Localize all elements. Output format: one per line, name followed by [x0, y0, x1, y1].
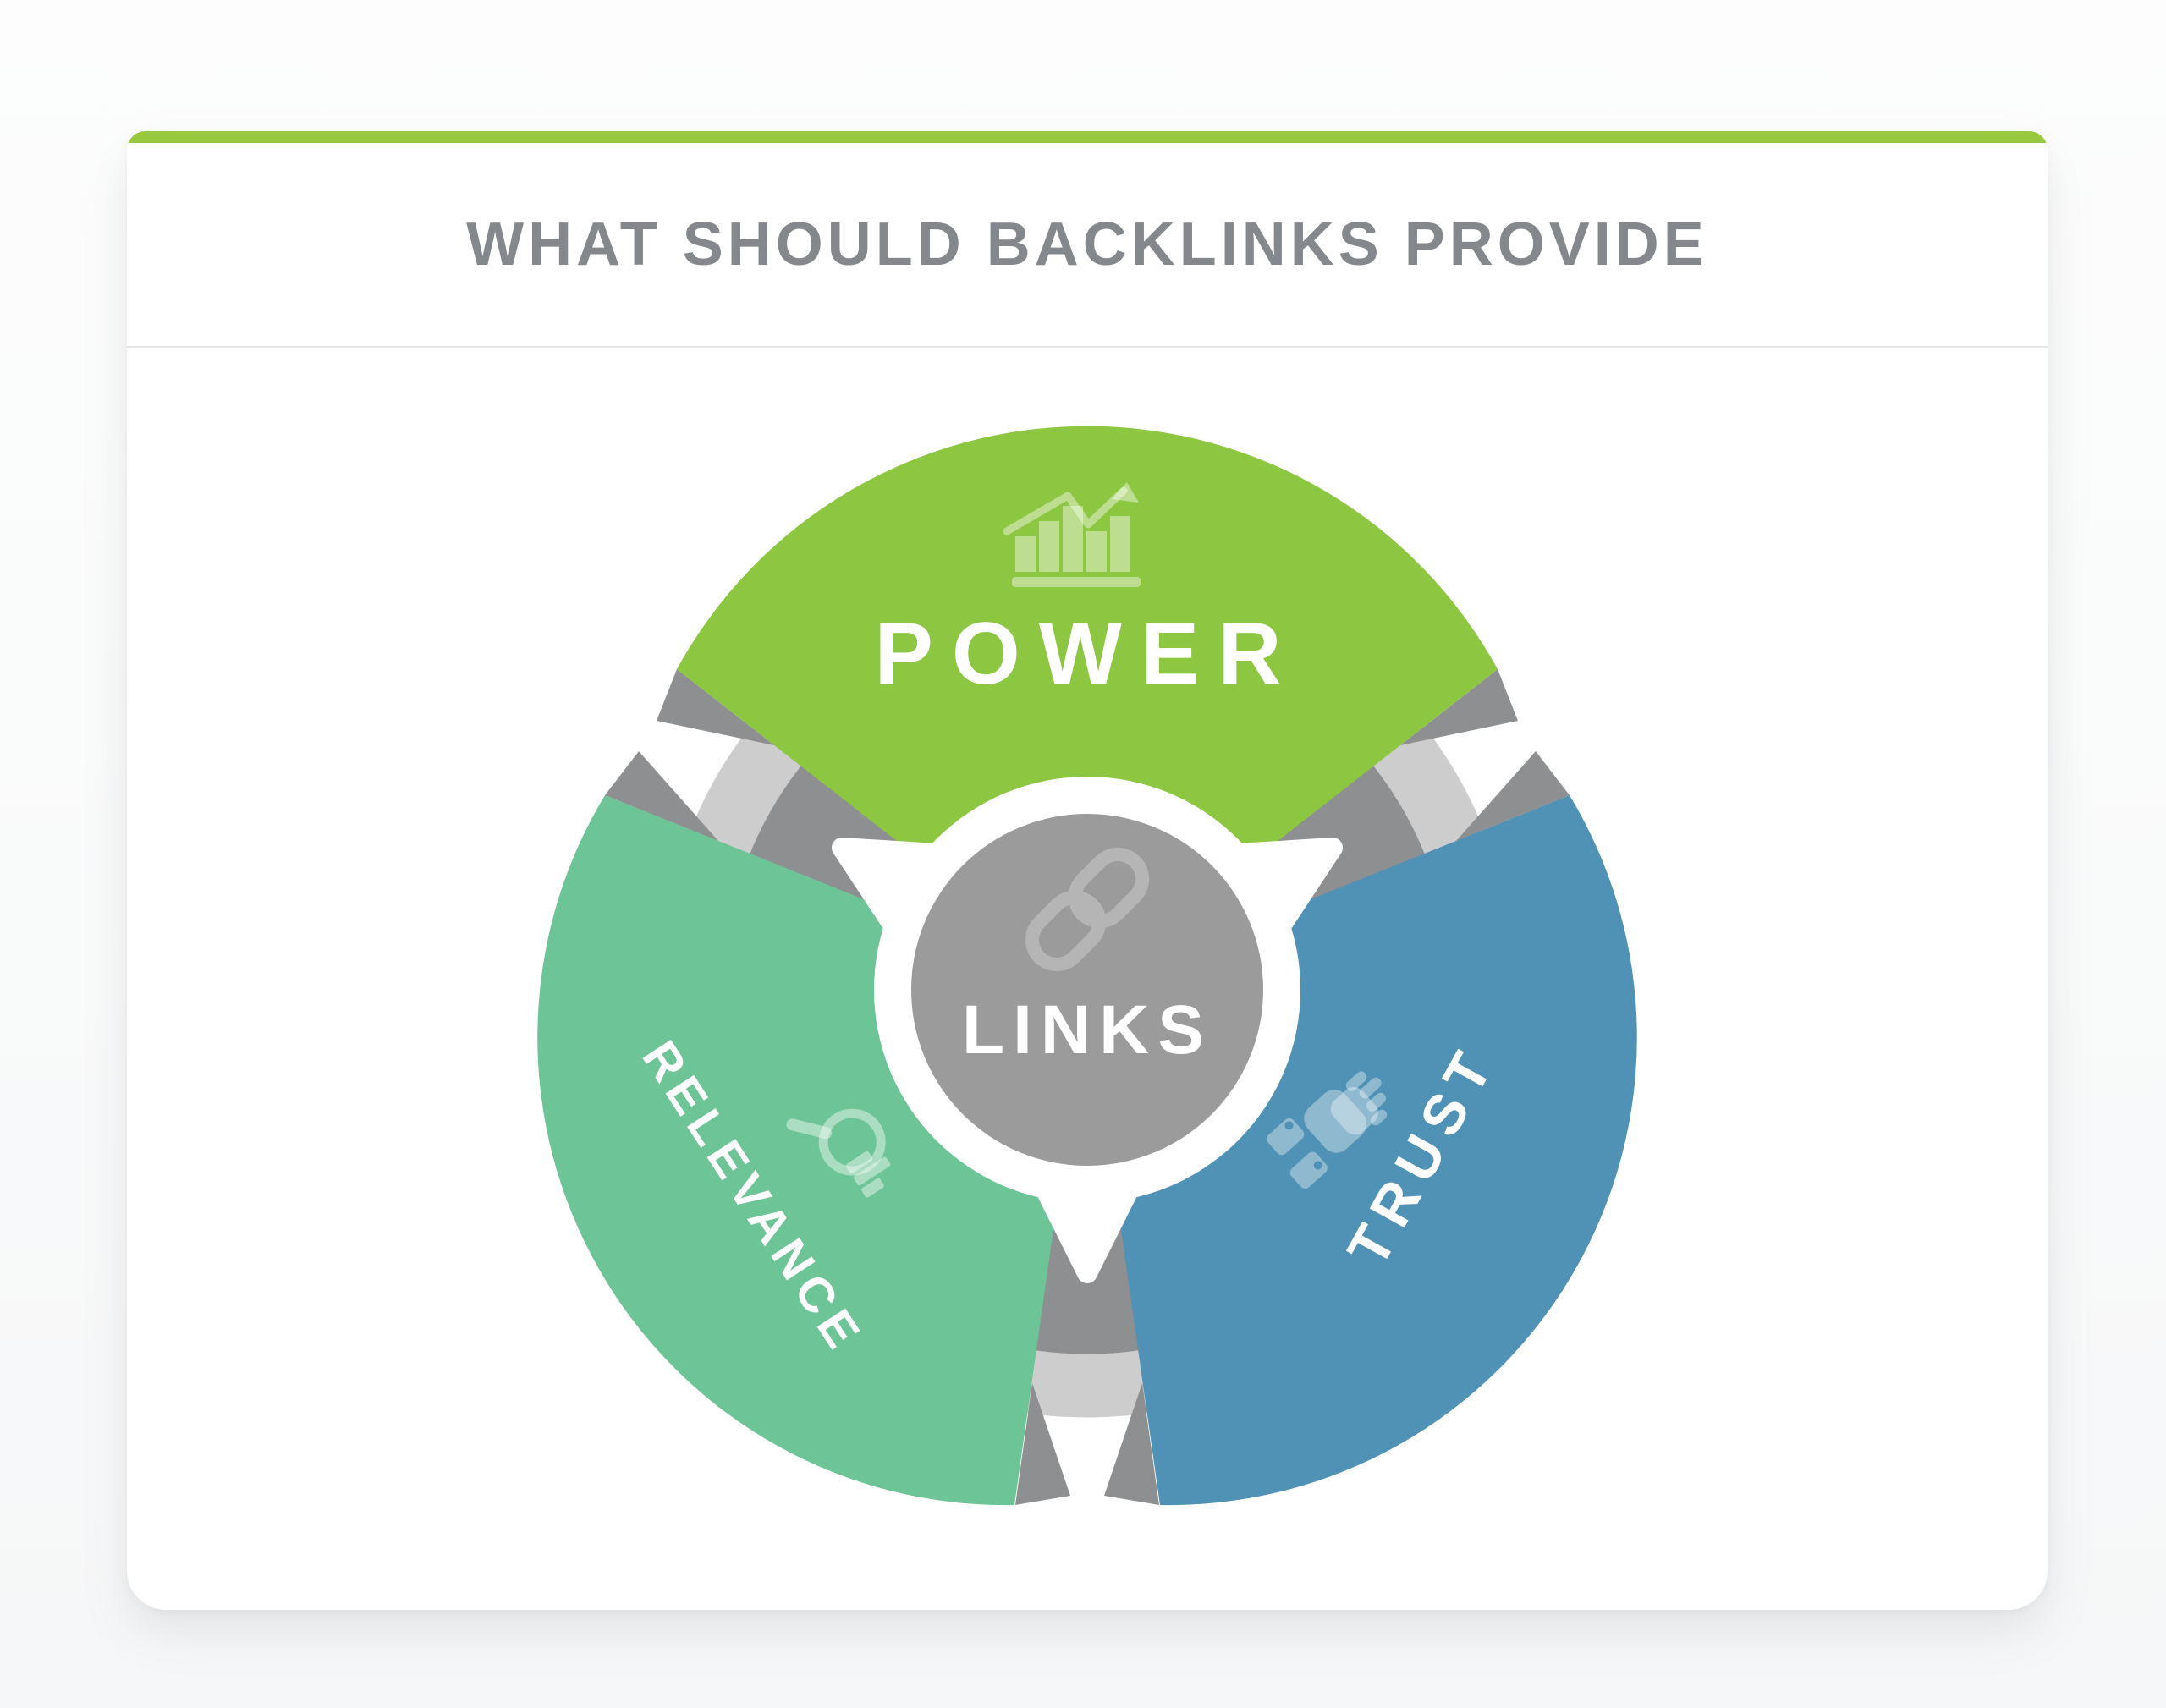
sliver-power-left: [657, 669, 774, 745]
card-header: WHAT SHOULD BACKLINKS PROVIDE: [127, 143, 2048, 348]
sliver-trust-top: [1456, 751, 1570, 841]
segment-power-label: POWER: [875, 605, 1300, 703]
segment-power-wedge: [677, 426, 1498, 859]
cuff-dot-bottom: [1313, 1161, 1322, 1170]
wedge-shadow-slivers: [605, 669, 1570, 1505]
segment-relevance-wedge: [537, 795, 1058, 1506]
magnifier-chart-icon: [786, 1108, 891, 1198]
accent-bar-fill: [127, 131, 2048, 143]
links-center-circle: [911, 814, 1263, 1166]
links-center-label: LINKS: [962, 991, 1212, 1068]
segment-power-labelgroup: POWER: [875, 605, 1300, 703]
sliver-relevance-bottom: [1015, 1383, 1070, 1505]
cuff-dot-top: [1284, 1121, 1294, 1130]
sliver-relevance-top: [605, 751, 718, 841]
sliver-power-right: [1400, 669, 1518, 745]
backlinks-diagram: LINKS POWER: [537, 426, 1637, 1506]
content-card: WHAT SHOULD BACKLINKS PROVIDE: [127, 131, 2048, 1610]
segment-trust-wedge: [1117, 795, 1637, 1506]
growth-chart-icon: [1003, 482, 1141, 587]
handshake-icon: [1267, 1071, 1388, 1189]
sliver-trust-bottom: [1104, 1383, 1159, 1505]
accent-bar: [127, 131, 2048, 143]
page-title: WHAT SHOULD BACKLINKS PROVIDE: [466, 211, 1708, 278]
